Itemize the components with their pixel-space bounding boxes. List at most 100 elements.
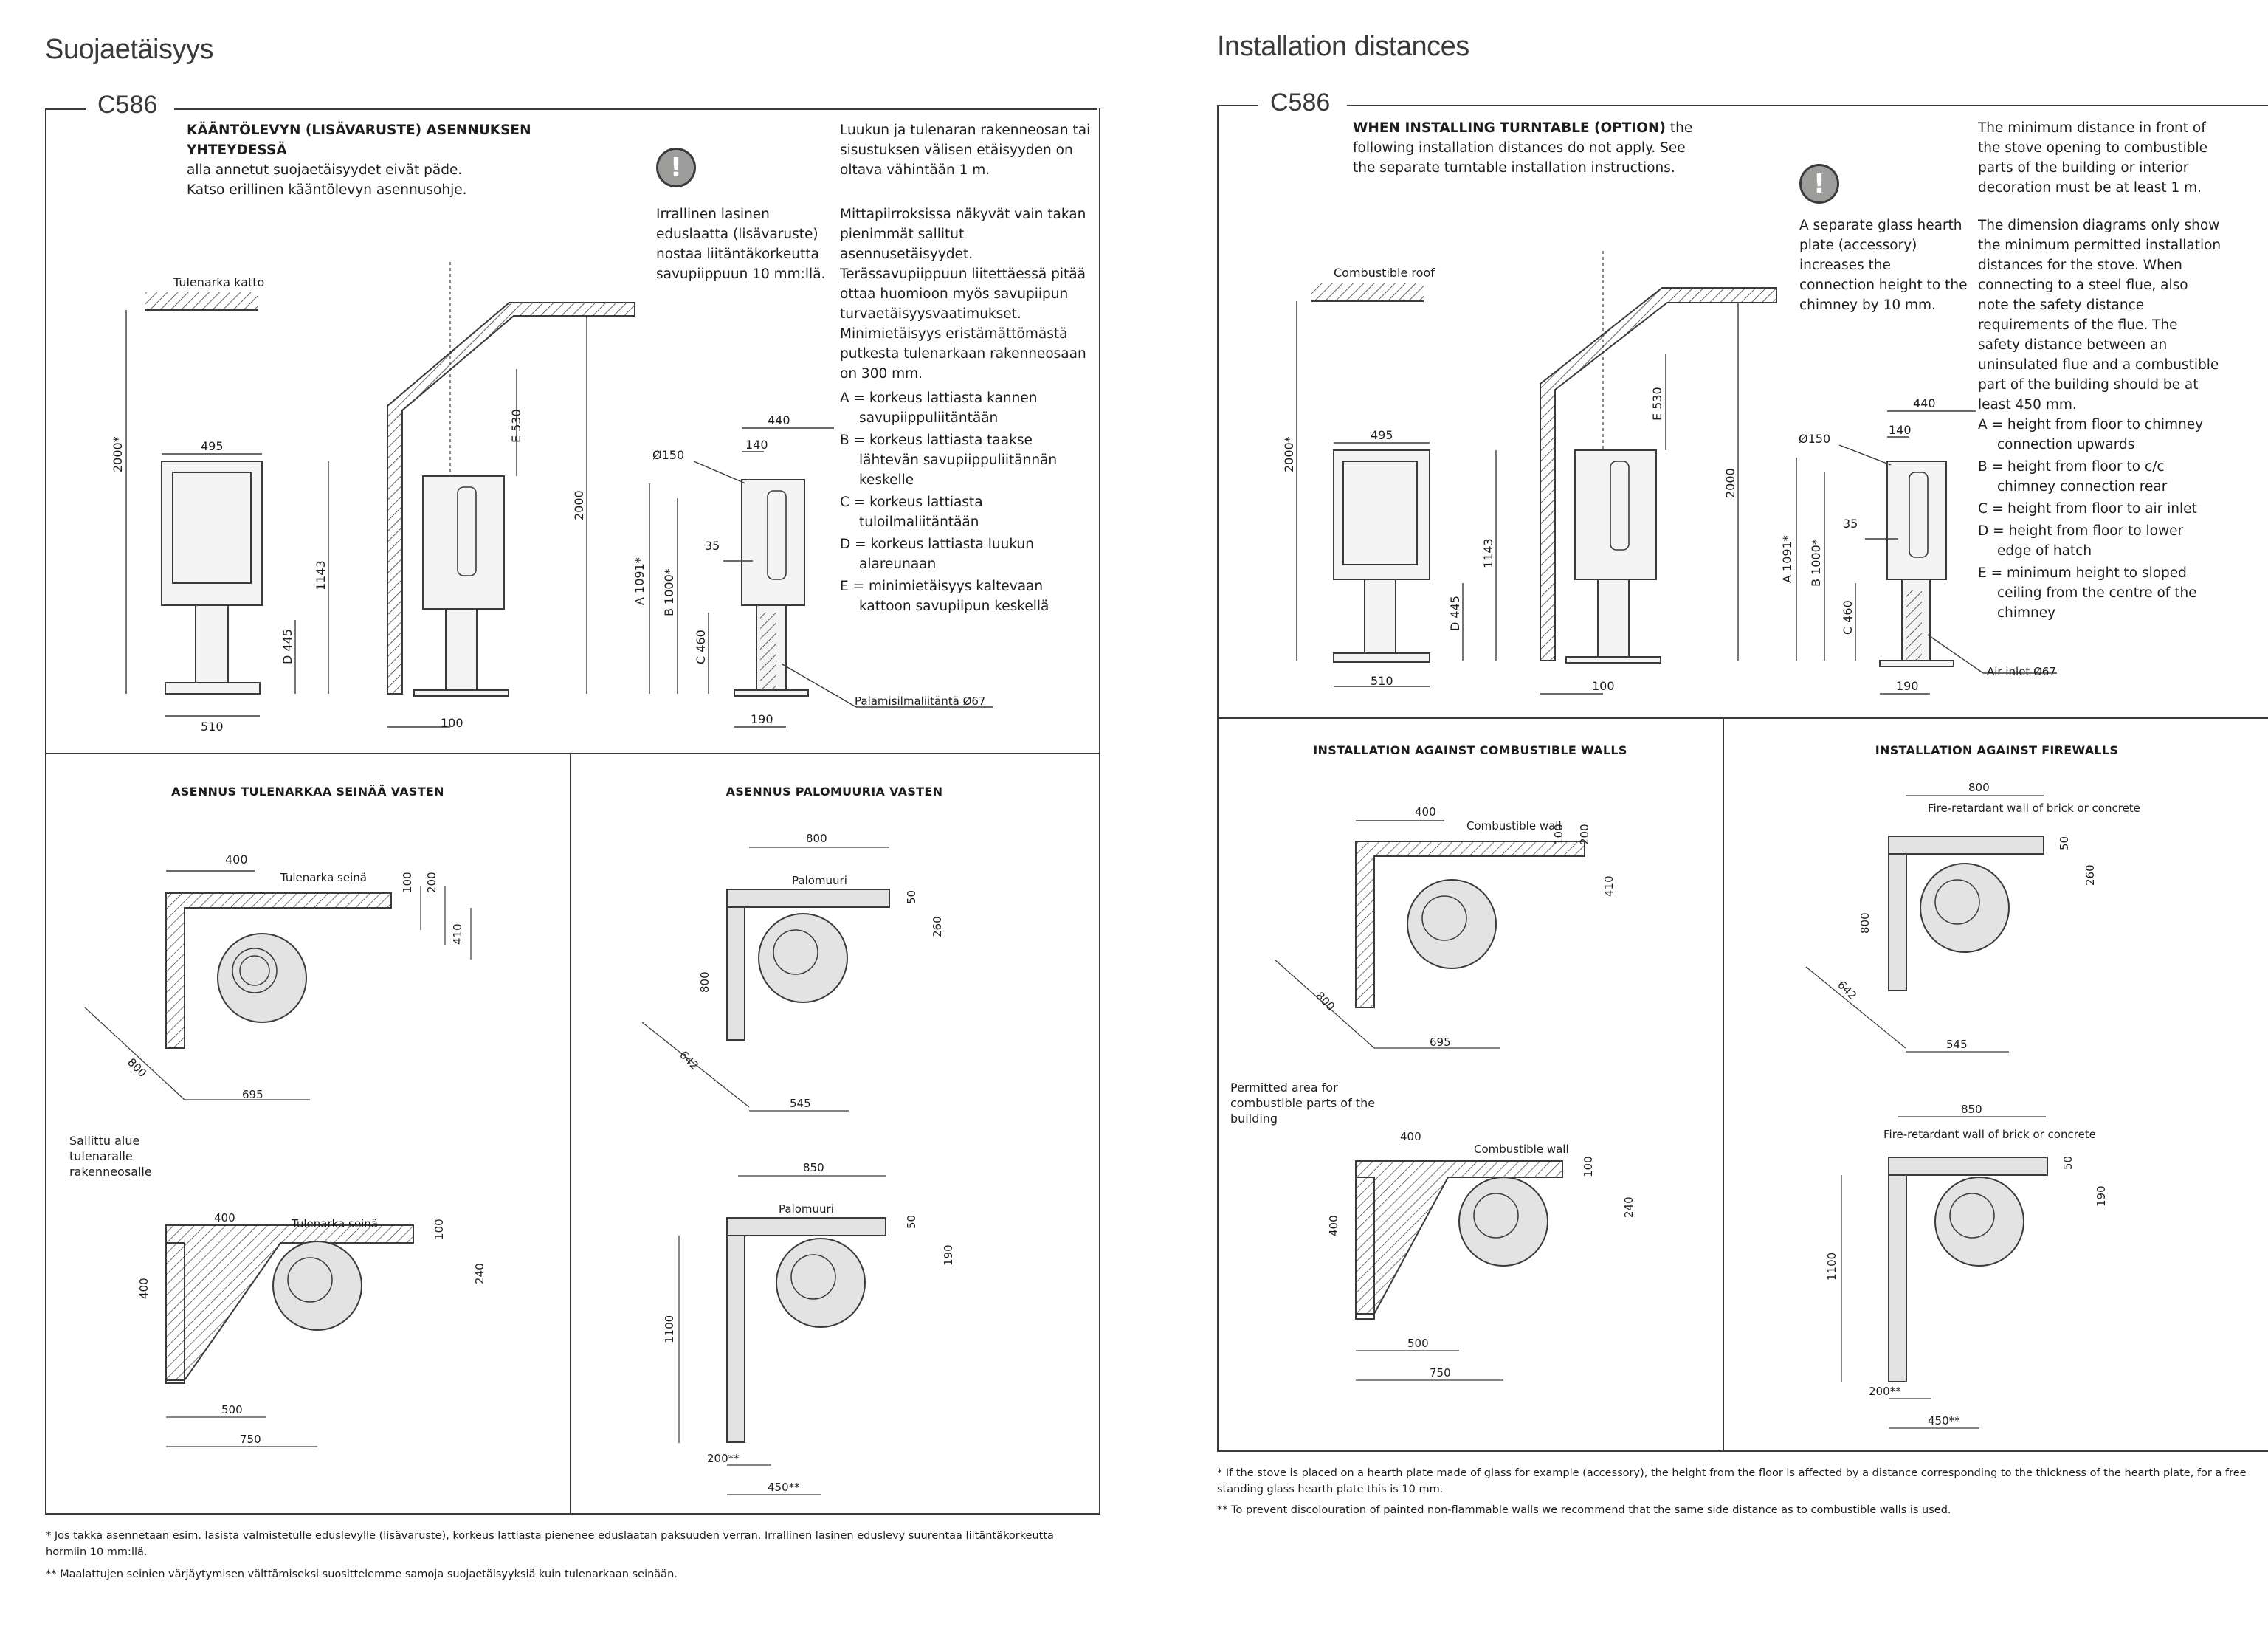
dim-text: D 445 <box>280 629 294 664</box>
legend-item: C = height from floor to air inlet <box>1978 501 2197 517</box>
divider <box>1723 717 1724 1452</box>
dim-text: 450** <box>768 1481 800 1494</box>
dim-text: 1143 <box>1481 538 1495 568</box>
plan-drawings: 400 Tulenarka seinä 100 200 410 800 695 … <box>84 832 955 1495</box>
permitted-area-label: Sallittu alue tulenaralle rakenneosalle <box>69 1134 152 1179</box>
dim-text: 1143 <box>314 560 328 590</box>
dim-text: 35 <box>1843 517 1858 531</box>
legend-item: D = korkeus lattiasta luukun alareunaan <box>840 537 1034 572</box>
dim-text: 50 <box>2058 836 2071 850</box>
frame-top-rule <box>45 108 86 110</box>
frame-top-rule <box>1217 105 1258 106</box>
dim-text: 495 <box>1371 428 1393 442</box>
dim-text: 500 <box>1407 1337 1429 1350</box>
dim-text: 200** <box>707 1452 740 1465</box>
dim-text: 695 <box>1430 1036 1451 1049</box>
ceiling-label: Combustible roof <box>1334 266 1435 280</box>
stove-side <box>422 475 505 610</box>
dim-text: 510 <box>201 720 224 734</box>
intro-rest: alla annetut suojaetäisyydet eivät päde.… <box>187 162 467 198</box>
dim-text: 50 <box>905 1215 918 1229</box>
intro-text: WHEN INSTALLING TURNTABLE (OPTION) the f… <box>1353 118 1707 178</box>
dim-text: 800 <box>806 832 827 845</box>
dim-text: A 1091* <box>1780 535 1794 583</box>
ceiling-hatch <box>145 292 258 310</box>
warning-text: A separate glass hearth plate (accessory… <box>1799 218 1968 313</box>
dim-text: 800 <box>698 971 711 993</box>
legend-item: A = height from floor to chimney connect… <box>1978 417 2204 452</box>
dim-text: 100 <box>1552 824 1565 845</box>
stove-plan <box>217 933 307 1023</box>
legend-item: A = korkeus lattiasta kannen savupiippul… <box>840 390 1038 426</box>
footnote: * Jos takka asennetaan esim. lasista val… <box>46 1530 1054 1558</box>
dim-text: 500 <box>221 1403 243 1416</box>
dim-text: 800 <box>1313 989 1337 1013</box>
dimension-note: Mittapiirroksissa näkyvät vain takan pie… <box>840 207 1086 382</box>
intro-bold: KÄÄNTÖLEVYN (LISÄVARUSTE) ASENNUKSEN YHT… <box>187 123 531 158</box>
wall-label: Tulenarka seinä <box>280 871 367 884</box>
dim-text: 850 <box>1961 1103 1982 1116</box>
dim-text: C 460 <box>694 630 708 664</box>
content-frame <box>45 108 1100 1515</box>
firewall-label: Palomuuri <box>792 874 847 887</box>
dim-text: 2000 <box>1723 468 1737 498</box>
dim-text: 440 <box>1913 396 1936 410</box>
dim-text: 2000* <box>1282 436 1296 472</box>
subsection-title: ASENNUS PALOMUURIA VASTEN <box>725 785 943 799</box>
divider <box>570 753 571 1515</box>
intro-bold: WHEN INSTALLING TURNTABLE (OPTION) <box>1353 120 1666 136</box>
legend-item: B = height from floor to c/c chimney con… <box>1978 459 2168 495</box>
dim-text: 200** <box>1869 1385 1901 1398</box>
dim-text: 750 <box>240 1433 261 1446</box>
subsection-title: INSTALLATION AGAINST FIREWALLS <box>1875 743 2119 757</box>
plan-drawings: 400 Combustible wall 100 200 410 800 695… <box>1274 781 2140 1429</box>
dim-text: 410 <box>1602 875 1616 897</box>
stove-base <box>165 682 261 695</box>
distance-text: The minimum distance in front of the sto… <box>1978 120 2208 196</box>
content-frame <box>1217 105 2268 1452</box>
dim-text: 495 <box>201 439 224 453</box>
dim-text: 140 <box>1889 423 1912 437</box>
page-title: Installation distances <box>1217 31 1469 62</box>
warning-text: Irrallinen lasinen eduslaatta (lisävarus… <box>656 207 826 282</box>
dim-text: 190 <box>942 1244 955 1266</box>
warning-icon: ! <box>656 148 696 187</box>
divider <box>1217 717 2268 719</box>
dim-text: 800 <box>1968 781 1990 794</box>
wall-label: Tulenarka seinä <box>291 1217 378 1230</box>
dim-text: 800 <box>1858 912 1872 934</box>
firewall <box>726 889 890 908</box>
dim-text: 1100 <box>663 1315 676 1343</box>
dim-text: 2000 <box>572 490 586 520</box>
legend-list: A = height from floor to chimney connect… <box>1978 415 2222 623</box>
intro-text: KÄÄNTÖLEVYN (LISÄVARUSTE) ASENNUKSEN YHT… <box>187 120 630 200</box>
page-title: Suojaetäisyys <box>45 34 213 65</box>
frame-top-rule <box>174 108 1097 110</box>
dim-text: 260 <box>931 916 944 937</box>
dim-text: 400 <box>214 1211 235 1224</box>
legend-list: A = korkeus lattiasta kannen savupiippul… <box>840 388 1091 616</box>
dim-text: B 1000* <box>662 568 676 616</box>
dim-text: 35 <box>705 539 720 553</box>
dim-text: 850 <box>803 1161 824 1174</box>
dim-text: 545 <box>790 1097 811 1110</box>
dim-text: 1100 <box>1825 1253 1838 1281</box>
dim-text: 100 <box>441 716 463 730</box>
stove-body <box>161 461 263 606</box>
dim-text: 260 <box>2083 864 2097 886</box>
dim-text: E 530 <box>1650 387 1664 421</box>
dim-text: 642 <box>1835 978 1859 1002</box>
dim-text: 695 <box>242 1088 263 1101</box>
wall-label: Combustible wall <box>1474 1143 1569 1156</box>
dim-text: C 460 <box>1841 600 1855 635</box>
dim-text: 750 <box>1430 1366 1451 1379</box>
dim-text: 200 <box>1578 824 1591 845</box>
dim-text: 800 <box>125 1055 149 1080</box>
dim-text: 200 <box>425 872 438 893</box>
footnote: ** Maalattujen seinien värjäytymisen väl… <box>46 1568 678 1580</box>
legend-item: C = korkeus lattiasta tuloilmaliitäntään <box>840 495 983 530</box>
dim-text: E 530 <box>509 409 523 443</box>
page-finnish: Suojaetäisyys C586 KÄÄNTÖLEVYN (LISÄVARU… <box>45 34 1100 1580</box>
dim-text: 240 <box>1622 1196 1635 1218</box>
wall-ceiling-hatch <box>387 302 635 695</box>
